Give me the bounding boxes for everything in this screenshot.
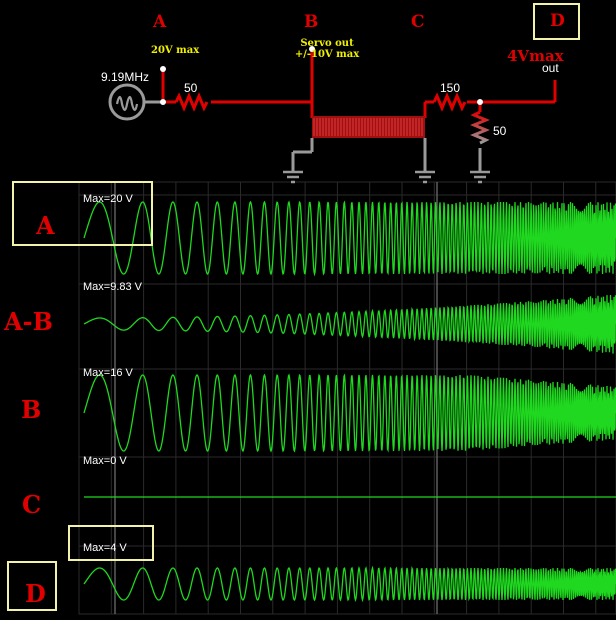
trace-max-d: Max=4 V <box>83 542 127 554</box>
ground-icon <box>470 170 490 184</box>
trace-line <box>83 373 616 453</box>
resistor-50-symbol <box>174 92 209 112</box>
highlight-box-a <box>12 181 153 246</box>
row-label-a: A <box>36 211 55 240</box>
trace-line <box>83 565 616 603</box>
b-servo-note-line2: +/-10V max <box>294 49 360 60</box>
transmission-line-hatch <box>313 118 423 136</box>
resistor-150-symbol <box>432 92 467 112</box>
series-resistor-value: 150 <box>440 81 461 95</box>
trace-max-c: Max=0 V <box>83 455 127 467</box>
trace-max-b: Max=16 V <box>83 367 133 379</box>
a-voltage-limit: 20V max <box>151 45 200 56</box>
row-label-b: B <box>21 395 42 424</box>
resistor-load-symbol <box>470 110 490 145</box>
source-resistor-value: 50 <box>184 81 198 95</box>
sine-wave-icon <box>115 95 139 112</box>
ground-icon <box>283 170 303 184</box>
row-label-d: D <box>25 579 46 608</box>
point-label-b: B <box>304 12 319 32</box>
trace-max-a-b: Max=9.83 V <box>83 281 143 293</box>
node-dot-d <box>477 99 483 105</box>
node-dot-a <box>160 99 166 105</box>
probe-dot-a <box>160 66 166 72</box>
probe-dot-b <box>309 46 315 52</box>
point-label-a: A <box>153 12 167 32</box>
b-servo-note: Servo out +/-10V max <box>290 38 364 60</box>
b-servo-note-line1: Servo out <box>300 38 354 49</box>
load-resistor-value: 50 <box>493 124 507 138</box>
d-voltage-limit: 4Vmax <box>507 47 564 65</box>
point-label-c: C <box>411 12 425 32</box>
point-label-d: D <box>550 11 565 31</box>
row-label-a-b: A-B <box>4 307 53 336</box>
highlight-box-max-d <box>68 525 154 561</box>
scope-traces <box>83 200 616 603</box>
highlight-box-d-top <box>533 3 580 40</box>
trace-line <box>83 200 616 277</box>
out-label: out <box>542 61 559 75</box>
source-frequency: 9.19MHz <box>101 70 150 84</box>
ground-icon <box>415 170 435 184</box>
circuit-schematic <box>108 46 557 184</box>
row-label-c: C <box>22 490 42 519</box>
trace-max-a: Max=20 V <box>83 193 133 205</box>
trace-line <box>83 294 616 354</box>
highlight-box-d <box>7 561 57 611</box>
